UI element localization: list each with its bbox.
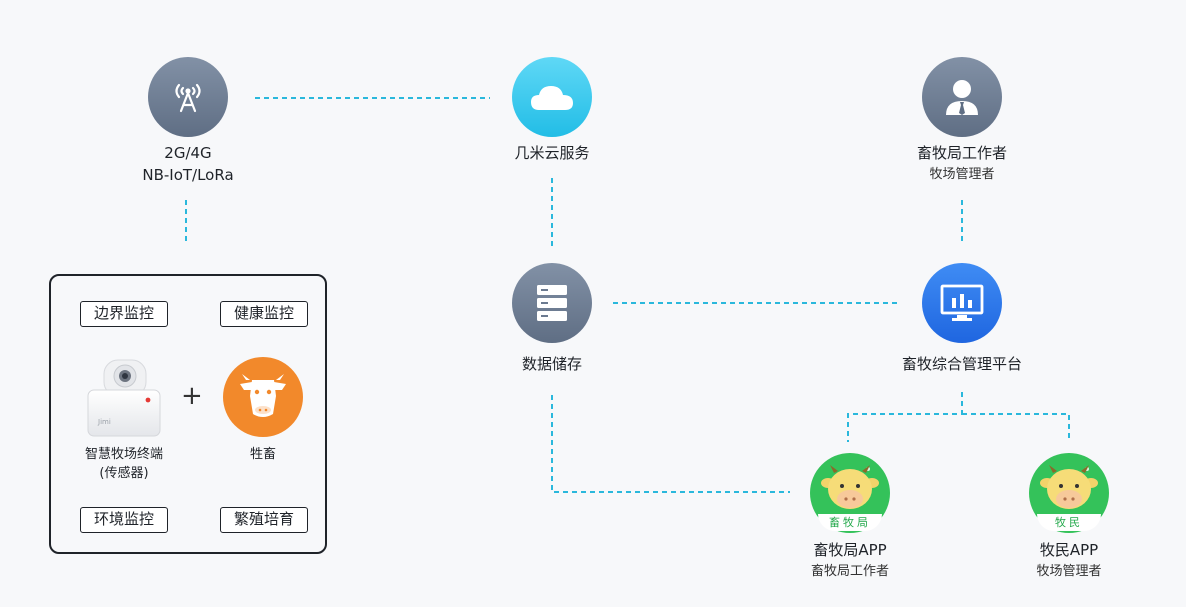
line-storage-app bbox=[551, 395, 790, 493]
platform-label: 畜牧综合管理平台 bbox=[901, 355, 1022, 373]
monitor-chart-icon bbox=[940, 284, 984, 321]
app-herder-badge: 牧民 bbox=[1037, 514, 1101, 531]
network-label-line2: NB-IoT/LoRa bbox=[142, 166, 234, 184]
platform-node bbox=[922, 263, 1002, 343]
worker-node bbox=[922, 57, 1002, 137]
worker-label: 畜牧局工作者 bbox=[916, 144, 1007, 162]
app-herder-label: 牧民APP bbox=[1039, 541, 1099, 559]
line-platform-app-herder bbox=[962, 413, 1070, 442]
user-icon bbox=[946, 80, 978, 115]
network-node bbox=[148, 57, 228, 137]
app-bureau-label: 畜牧局APP bbox=[813, 541, 887, 559]
network-label-line1: 2G/4G bbox=[164, 144, 212, 162]
livestock-node bbox=[223, 357, 303, 437]
cloud-label: 几米云服务 bbox=[514, 144, 590, 162]
livestock-label: 牲畜 bbox=[249, 447, 276, 462]
app-bureau-sub: 畜牧局工作者 bbox=[810, 564, 889, 579]
device-label: 智慧牧场终端 bbox=[84, 447, 163, 462]
smart-terminal-device: Jimi bbox=[86, 358, 162, 438]
storage-label: 数据储存 bbox=[521, 355, 582, 373]
cow-head-icon bbox=[240, 374, 286, 417]
device-brand: Jimi bbox=[98, 418, 111, 426]
worker-sub: 牧场管理者 bbox=[929, 167, 995, 182]
tag-health-monitoring: 健康监控 bbox=[220, 301, 308, 327]
storage-node bbox=[512, 263, 592, 343]
plus-sign: + bbox=[181, 381, 203, 411]
tag-environment-monitoring: 环境监控 bbox=[80, 507, 168, 533]
app-herder-sub: 牧场管理者 bbox=[1036, 564, 1102, 579]
line-platform-apps bbox=[847, 392, 963, 442]
device-sub: (传感器) bbox=[99, 466, 149, 481]
app-bureau-badge: 畜牧局 bbox=[818, 514, 882, 531]
cloud-icon bbox=[531, 86, 573, 110]
cloud-node bbox=[512, 57, 592, 137]
cow-icon bbox=[821, 465, 879, 509]
tag-breeding: 繁殖培育 bbox=[220, 507, 308, 533]
tag-boundary-monitoring: 边界监控 bbox=[80, 301, 168, 327]
server-icon bbox=[537, 285, 567, 321]
cow-icon bbox=[1040, 465, 1098, 509]
antenna-icon bbox=[175, 83, 201, 113]
